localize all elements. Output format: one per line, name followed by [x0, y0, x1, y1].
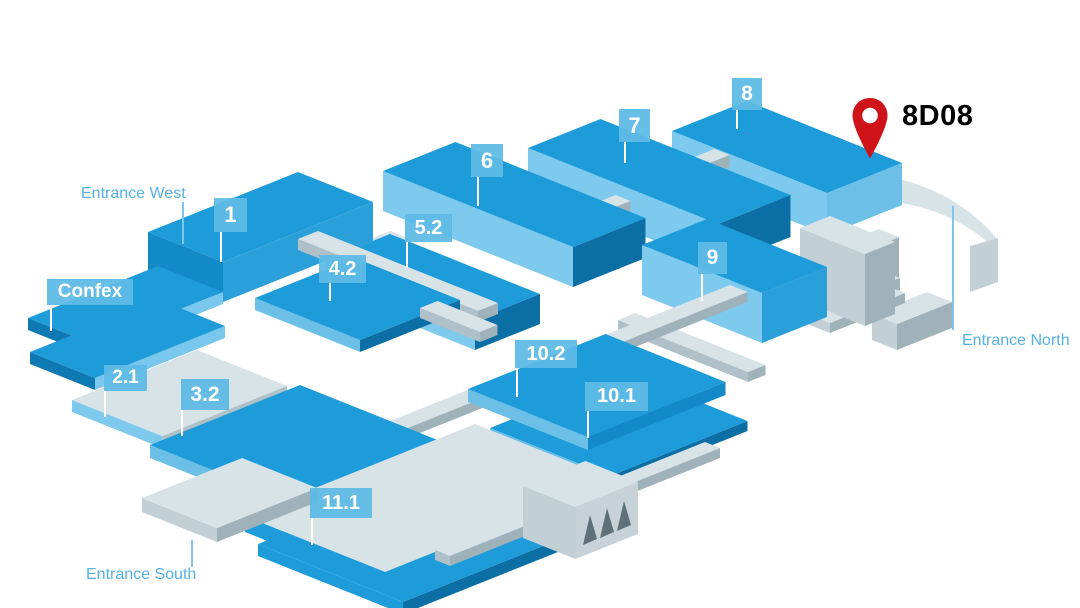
- canopy-pillar-face-top: [864, 229, 899, 243]
- walkway-center-face-sw: [420, 308, 480, 342]
- hall-11-1-leader-line: [311, 517, 313, 545]
- entrance-north-label: Entrance North: [962, 332, 1070, 349]
- hall-11-1-shape-face-top: [245, 424, 615, 572]
- hall-confex-lower-shape-face-top: [30, 300, 225, 378]
- hall-5-2-leader-line: [406, 241, 408, 267]
- hall-11-1-badge: 11.1: [310, 488, 372, 518]
- gray-kiosk-b-face-top: [872, 292, 952, 324]
- entrance-south-platform-face-top: [142, 458, 317, 528]
- hall-6-shape-face-se: [573, 218, 646, 287]
- hall-confex-lower-shape-face-sw: [30, 352, 95, 390]
- hall-7-leader-line: [624, 141, 626, 163]
- hall-2-1-badge: 2.1: [104, 365, 147, 391]
- entrance-south-label: Entrance South: [86, 566, 197, 583]
- hall-6-shape-face-sw: [383, 171, 573, 287]
- walkway-center: [420, 301, 498, 342]
- hall-8-badge: 8: [732, 78, 762, 110]
- hall-10-2-shape-face-se: [588, 382, 726, 450]
- hall-10-1-badge: 10.1: [585, 382, 648, 411]
- walkway-center-face-top: [420, 301, 498, 332]
- entrance-south-platform-face-sw: [142, 498, 217, 542]
- hall-11-1-base-shape-face-sw: [258, 544, 403, 608]
- hall-9-shape-face-se: [762, 267, 827, 343]
- hall-1-shape-face-se: [223, 202, 373, 302]
- hall-1-leader-line: [220, 232, 222, 262]
- hall-7-shape-face-top: [528, 119, 791, 224]
- hall-10-2-leader-line: [516, 367, 518, 397]
- hall-9-shape-face-top: [642, 219, 827, 293]
- south-pavilion-arches: [583, 515, 597, 545]
- hall-3-2-badge: 3.2: [181, 379, 229, 410]
- hall-1-badge: 1: [214, 198, 247, 232]
- south-pavilion-arches: [583, 501, 631, 545]
- walkway-west-face-top: [298, 231, 498, 311]
- hall-9-badge: 9: [698, 242, 727, 274]
- walkway-hall9-side-face-se: [748, 365, 766, 382]
- hall-6-leader-line: [477, 176, 479, 206]
- south-pavilion-arches: [600, 508, 614, 538]
- hall-5-2-badge: 5.2: [405, 214, 452, 242]
- hall-4-2-shape-face-sw: [255, 298, 360, 352]
- hall-6-shape-face-top: [383, 142, 646, 247]
- south-pavilion-arches: [617, 501, 631, 531]
- gray-tall-box-face-se: [865, 242, 895, 326]
- gray-tall-box-face-top: [800, 216, 895, 254]
- gray-kiosk-b-face-sw: [872, 314, 897, 350]
- stand-number-label: 8D08: [902, 100, 974, 132]
- south-pavilion-face-sw: [523, 486, 576, 559]
- entrance-south-platform-face-se: [217, 488, 317, 542]
- entrance-west-leader-line: [182, 202, 184, 244]
- gray-kiosk-b: [872, 292, 952, 350]
- entrance-north-leader-line: [952, 206, 954, 330]
- hall-11-1-shape-face-sw: [245, 516, 385, 588]
- hall-10-2-shape-face-sw: [468, 389, 588, 450]
- hall-1-shape-face-top: [148, 172, 373, 262]
- entrance-north-canopy: [970, 238, 998, 292]
- hall-8-shape-face-se: [827, 163, 902, 235]
- hall-confex-badge: Confex: [47, 279, 133, 305]
- hall-2-1-shape-face-sw: [72, 400, 162, 448]
- hall-confex-upper-shape-face-top: [28, 266, 223, 344]
- hall-10-1-leader-line: [587, 410, 589, 438]
- hall-8-shape-face-top: [672, 101, 902, 193]
- hall-10-2-badge: 10.2: [515, 340, 577, 368]
- hall-2-1-shape-face-top: [72, 350, 287, 436]
- walkway-west-face-se: [478, 303, 498, 322]
- gray-kiosk-b-face-se: [897, 302, 952, 350]
- entrance-south-platform[interactable]: [142, 458, 317, 542]
- hall-3-2-leader-line: [181, 408, 183, 436]
- hall-9-leader-line: [701, 273, 703, 301]
- hall-7-badge: 7: [619, 109, 650, 142]
- hall-8-leader-line: [736, 109, 738, 129]
- entrance-south-leader-line: [191, 540, 193, 567]
- stand-location-pin-icon[interactable]: [851, 97, 889, 160]
- hall-4-2-shape-face-top: [255, 258, 460, 340]
- hall-6-badge: 6: [471, 144, 503, 177]
- hall-6-shape[interactable]: [383, 142, 646, 287]
- hall-2-1-leader-line: [104, 389, 106, 417]
- hall-4-2-badge: 4.2: [319, 255, 366, 283]
- hall-4-2-leader-line: [329, 281, 331, 301]
- walkway-on-11-1-face-sw: [435, 550, 450, 566]
- walkway-center-face-se: [480, 325, 498, 342]
- south-pavilion-face-top: [523, 461, 638, 507]
- entrance-west-label: Entrance West: [81, 185, 186, 202]
- hall-confex-leader-line: [50, 303, 52, 331]
